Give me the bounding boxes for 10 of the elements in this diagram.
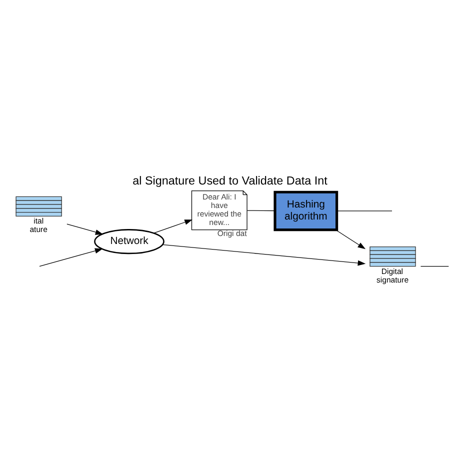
node-box: Hashing algorithm — [274, 190, 338, 231]
connector — [336, 210, 392, 211]
arrow — [39, 248, 103, 266]
arrow — [335, 229, 366, 249]
connector — [420, 265, 449, 266]
diagram-title: al Signature Used to Validate Data Int — [132, 174, 328, 188]
arrow — [66, 223, 104, 234]
arrow — [162, 244, 366, 266]
connector — [246, 210, 276, 211]
arrow — [154, 219, 192, 233]
